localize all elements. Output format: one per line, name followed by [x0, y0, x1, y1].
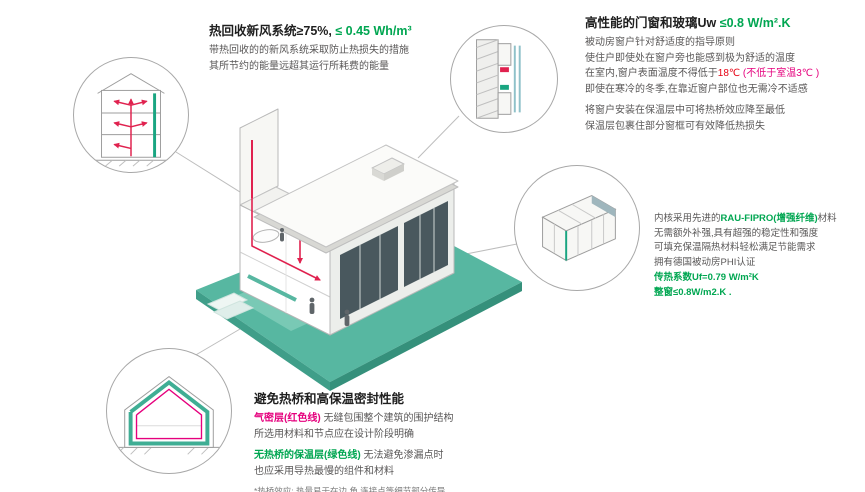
- thermal-line-3-label: 无热桥的保温层(绿色线): [254, 450, 361, 461]
- window-profile-drawing: [541, 194, 617, 262]
- windows-line-6: 保温层包裹住部分窗框可有效降低热损失: [585, 120, 765, 132]
- heat-recovery-title-text: 热回收新风系统≥75%,: [209, 24, 332, 38]
- airtight-red-line: [135, 388, 203, 440]
- windows-title-text: 高性能的门窗和玻璃Uw: [585, 16, 717, 30]
- windows-title: 高性能的门窗和玻璃Uw ≤0.8 W/m².K: [585, 12, 861, 31]
- profile-line-1-pre: 内核采用先进的: [654, 213, 721, 224]
- bathtub: [252, 229, 280, 243]
- heat-recovery-body: 带热回收的的新风系统采取防止热损失的措施 其所节约的能量远超其运行所耗费的能量: [209, 43, 519, 74]
- profile-line-1: 内核采用先进的RAU-FIPRO(增强纤维)材料: [654, 212, 860, 227]
- thermal-line-4: 也应采用导热最慢的组件和材料: [254, 465, 394, 477]
- envelope-section-illustration: [106, 348, 232, 474]
- windows-line-2: 使住户即使处在窗户旁也能感到极为舒适的温度: [585, 52, 795, 64]
- heat-recovery-line-1: 带热回收的的新风系统采取防止热损失的措施: [209, 45, 409, 56]
- airtight-seal-marker: [500, 67, 509, 73]
- windows-body: 被动房窗户针对舒适度的指导原则 使住户即使处在窗户旁也能感到极为舒适的温度 在室…: [585, 35, 861, 134]
- windows-title-value: ≤0.8 W/m².K: [716, 16, 791, 30]
- callout-thermal: 避免热桥和高保温密封性能 气密层(红色线) 无缝包围整个建筑的围护结构 所选用材…: [254, 388, 574, 492]
- windows-line-3-pre: 在室内,窗户表面温度不得低于: [585, 68, 718, 79]
- profile-line-3: 可填充保温隔热材料轻松满足节能需求: [654, 242, 816, 254]
- windows-line-3-note: (不低于室温3℃ ): [740, 68, 820, 79]
- ventilation-section-illustration: [73, 57, 189, 173]
- callout-heat-recovery: 热回收新风系统≥75%, ≤ 0.45 Wh/m³ 带热回收的的新风系统采取防止…: [209, 20, 519, 74]
- windows-line-3-temp: 18℃: [717, 68, 741, 79]
- heat-recovery-title-value: ≤ 0.45 Wh/m³: [331, 24, 412, 38]
- thermal-footnote: *热桥效应: 热量易于在边,角,连接点等细节部分传导: [254, 486, 446, 492]
- glazed-panel: [340, 226, 398, 319]
- callout-profile: 内核采用先进的RAU-FIPRO(增强纤维)材料 无需额外补强,具有超强的稳定性…: [654, 212, 860, 300]
- profile-line-6: 整窗≤0.8W/m2.K .: [654, 286, 732, 298]
- profile-line-2: 无需额外补强,具有超强的稳定性和强度: [654, 227, 819, 239]
- window-install-drawing: [476, 39, 521, 119]
- profile-line-1-material: RAU-FIPRO(增强纤维): [720, 213, 818, 224]
- thermal-body: 气密层(红色线) 无缝包围整个建筑的围护结构 所选用材料和节点应在设计阶段明确 …: [254, 411, 574, 492]
- airflow-arrows: [113, 98, 148, 157]
- ventilation-section-drawing: [87, 73, 175, 167]
- thermal-line-3: 无热桥的保温层(绿色线) 无法避免渗漏点时: [254, 448, 574, 464]
- window-install-section-illustration: [450, 25, 558, 133]
- thermal-line-1-label: 气密层(红色线): [254, 413, 321, 424]
- heat-recovery-title: 热回收新风系统≥75%, ≤ 0.45 Wh/m³: [209, 20, 519, 39]
- thermal-line-3-rest: 无法避免渗漏点时: [360, 450, 444, 461]
- thermal-title: 避免热桥和高保温密封性能: [254, 392, 405, 406]
- callout-windows: 高性能的门窗和玻璃Uw ≤0.8 W/m².K 被动房窗户针对舒适度的指导原则 …: [585, 12, 861, 134]
- profile-line-4: 拥有德国被动房PHI认证: [654, 257, 756, 269]
- windows-line-4: 即使在寒冷的冬季,在靠近窗户部位也无需冷不适感: [585, 83, 808, 95]
- insulation-green-line: [128, 379, 210, 446]
- envelope-section-drawing: [112, 375, 226, 455]
- kitchen-counter: [247, 274, 297, 302]
- glazed-panel: [404, 201, 448, 287]
- windows-line-1: 被动房窗户针对舒适度的指导原则: [585, 37, 735, 48]
- glass-edge: [591, 195, 616, 218]
- profile-body: 内核采用先进的RAU-FIPRO(增强纤维)材料 无需额外补强,具有超强的稳定性…: [654, 212, 860, 300]
- house: [239, 108, 459, 336]
- thermal-line-2: 所选用材料和节点应在设计阶段明确: [254, 428, 414, 440]
- heat-recovery-line-2: 其所节约的能量远超其运行所耗费的能量: [209, 60, 389, 72]
- thermal-line-1-rest: 无缝包围整个建筑的围护结构: [320, 413, 454, 424]
- windows-line-5: 将窗户安装在保温层中可将热桥效应降至最低: [585, 105, 785, 116]
- insulation-seal-marker: [500, 84, 509, 90]
- window-profile-illustration: [514, 165, 640, 291]
- window-frame-top: [497, 43, 512, 66]
- window-frame-bottom: [497, 92, 512, 115]
- thermal-line-1: 气密层(红色线) 无缝包围整个建筑的围护结构: [254, 411, 574, 427]
- windows-line-3: 在室内,窗户表面温度不得低于18℃ (不低于室温3℃ ): [585, 66, 861, 82]
- profile-line-5: 传热系数Uf=0.79 W/m²K: [654, 271, 759, 283]
- profile-line-1-post: 材料: [817, 213, 837, 224]
- people: [280, 228, 350, 326]
